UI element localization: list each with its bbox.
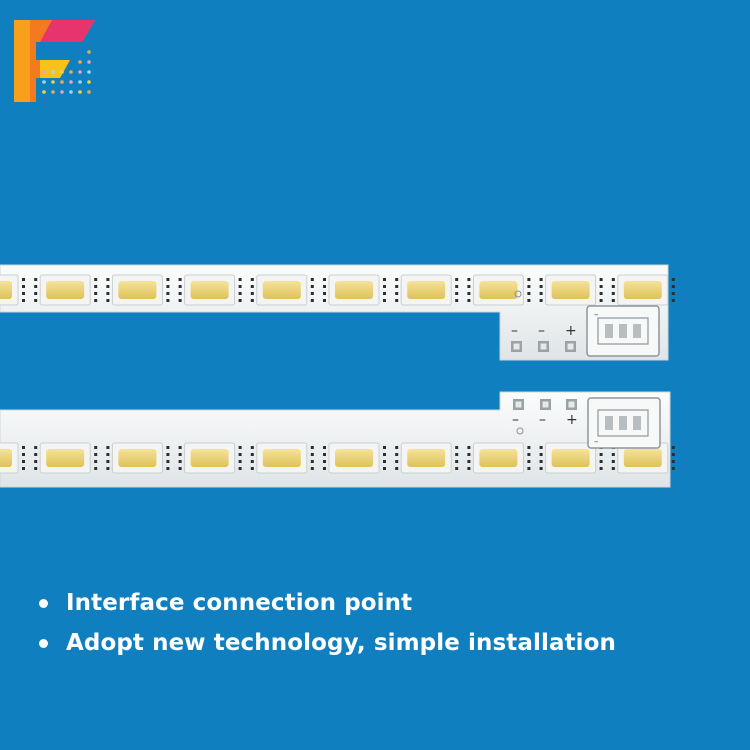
feature-item: Adopt new technology, simple installatio… [38,626,616,666]
polarity-label: + [566,412,578,428]
logo-dot [87,90,91,94]
led-strip-top: – – + – [0,264,675,361]
mount-hole [514,290,522,298]
led-row-top [0,274,675,306]
logo-dot [87,70,91,74]
logo-dot [51,90,55,94]
logo-dot [78,70,82,74]
feature-item: Interface connection point [38,586,616,626]
led-chip [178,274,242,306]
logo-dot [78,80,82,84]
led-chip [539,442,603,474]
led-chip [323,442,386,474]
led-row-bottom [0,442,675,474]
led-chip [0,274,25,306]
led-chip [106,442,170,474]
polarity-label: – [538,323,545,339]
connector-socket: – [586,305,660,357]
led-chip [34,442,98,474]
logo-dot [60,80,64,84]
logo-dots-icon [42,50,91,94]
logo-dot [78,60,82,64]
svg-text:–: – [594,437,599,447]
logo-dot [87,50,91,54]
logo-dot [69,90,73,94]
polarity-label: + [565,323,577,339]
led-chip [539,274,603,306]
led-chip [34,274,98,306]
logo-dot [42,90,46,94]
logo-dot [87,80,91,84]
led-chip [323,274,386,306]
logo-f-icon [14,20,95,102]
logo-dot [69,80,73,84]
solder-pads [513,399,577,410]
connector-socket: – [587,397,661,449]
led-chip [106,274,170,306]
led-chip [250,274,314,306]
logo-dot [60,70,64,74]
solder-pads [511,341,576,352]
led-chip [0,442,25,474]
polarity-label: – [539,412,546,428]
mount-hole [516,427,524,435]
led-chip [178,442,242,474]
logo-dot [87,60,91,64]
led-chip [611,274,675,306]
logo-dot [51,80,55,84]
logo-dot [51,70,55,74]
logo-dot [42,80,46,84]
led-chip [395,274,459,306]
polarity-label: – [512,412,519,428]
svg-text:–: – [594,310,599,320]
logo-dot [60,90,64,94]
logo-dot [78,90,82,94]
led-chip [467,274,531,306]
polarity-label: – [511,323,518,339]
feature-list: Interface connection point Adopt new tec… [38,586,616,666]
led-chip [467,442,531,474]
led-strip-bottom: – – + – [0,391,675,488]
led-chip [395,442,459,474]
logo-dot [69,70,73,74]
led-chip [250,442,314,474]
logo-dot [42,70,46,74]
